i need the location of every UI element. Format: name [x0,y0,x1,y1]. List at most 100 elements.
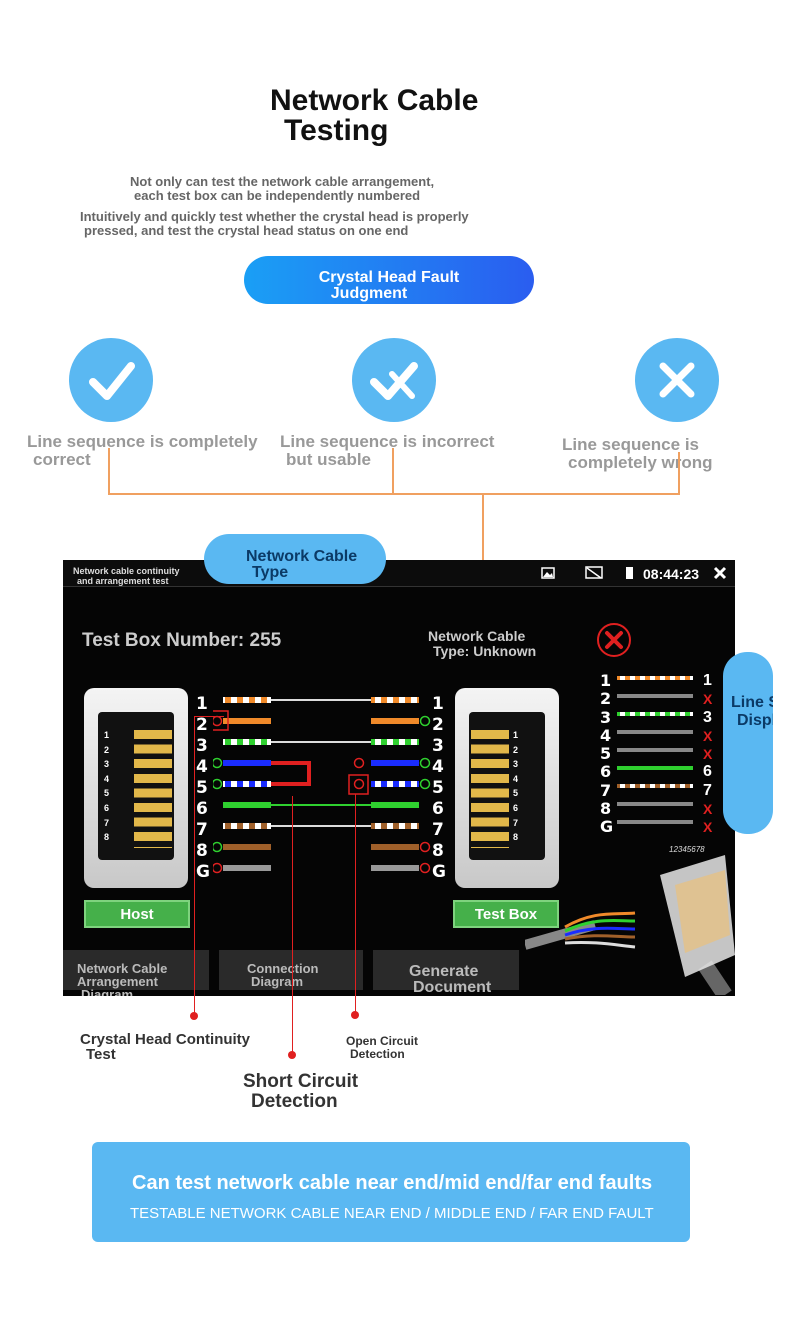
continuity-highlight [213,710,229,731]
wire-7-link [271,825,371,827]
side-bubble-line-1: Line S [731,694,773,711]
jack-pin: 2 [513,744,519,755]
judgment-3-line-2: completely wrong [568,453,713,472]
wire-6-link [271,804,371,806]
description-1-line-1: Not only can test the network cable arra… [130,174,435,189]
judgment-1-line-1: Line sequence is completely [27,432,258,451]
close-icon[interactable] [713,566,727,580]
tab-generate-document[interactable]: Generate Document [373,950,519,996]
wire-7-right [371,823,419,829]
wire-map-diagram [213,697,431,874]
pin-number: 3 [432,736,444,756]
open-callout-dot [351,1011,359,1019]
sequence-number: 8 [600,799,612,819]
tab-generate-line-2: Document [413,979,492,996]
fault-marker [353,757,365,769]
tab-connection-line-1: Connection [247,961,319,976]
sequence-number: 7 [600,780,612,800]
jack-pin: 8 [513,832,519,843]
connector-line [482,493,484,617]
pin-number: 7 [196,820,208,840]
tester-screen: Network cable continuity and arrangement… [63,560,735,996]
short-circuit-link [271,761,311,786]
pin-number: 1 [196,694,208,714]
short-callout-line [292,796,293,1054]
sequence-result: X [703,819,713,836]
fail-status-icon [597,623,631,657]
test-box-button[interactable]: Test Box [453,900,559,928]
pill-line-2: Judgment [330,285,408,302]
fault-banner [92,1142,690,1242]
judgment-label-2: Line sequence is incorrect but usable [280,433,494,469]
wire-2-left [223,718,271,724]
short-circuit-callout-label: Short Circuit Detection [243,1072,358,1112]
wire-1-right [371,697,419,703]
sequence-result: X [703,746,713,763]
connector-line [678,452,680,494]
connector-line [392,448,394,494]
wire-3-link [271,741,371,743]
description-1-line-2: each test box can be independently numbe… [134,188,421,203]
ok-marker [213,841,223,853]
title-line-2: Testing [284,114,389,147]
ok-marker [419,757,431,769]
jack-pin: 1 [513,730,519,740]
pin-number: 1 [432,694,444,714]
cable-type-line-2: Type: Unknown [433,643,537,659]
wire-8-right [371,844,419,850]
jack-pin: 6 [513,802,519,813]
sequence-number: 3 [600,707,612,727]
judgment-3-line-1: Line sequence is [562,435,699,454]
wire-4-left [223,760,271,766]
continuity-line-1: Crystal Head Continuity [80,1031,251,1048]
jack-contacts [134,730,172,848]
host-jack: 1 2 3 4 5 6 7 8 [84,688,188,888]
jack-contacts [471,730,509,848]
jack-pin: 4 [513,773,519,784]
description-2-line-2: pressed, and test the crystal head statu… [84,223,409,238]
wire-6-right [371,802,419,808]
judgment-label-1: Line sequence is completely correct [27,433,258,469]
continuity-callout-line [194,716,224,717]
sequence-number: 1 [600,671,612,690]
banner-subline: TESTABLE NETWORK CABLE NEAR END / MIDDLE… [130,1205,654,1222]
fault-marker [419,862,431,874]
pin-number: 3 [196,736,208,756]
crystal-head-fault-pill: Crystal Head Fault Judgment [244,256,534,304]
status-title: Network cable continuity and arrangement… [73,566,180,586]
description-2-line-1: Intuitively and quickly test whether the… [80,209,469,224]
rj45-plug-illustration [525,855,735,995]
pin-number: 8 [196,841,208,861]
cable-type-label: Network Cable Type: Unknown [428,629,536,659]
cross-icon [635,338,719,422]
tab-connection-diagram[interactable]: Connection Diagram [219,950,363,990]
open-circuit-callout-label: Open Circuit Detection [346,1035,418,1061]
host-button[interactable]: Host [84,900,190,928]
right-pin-numbers: 1 2 3 4 5 6 7 8 G [432,694,446,883]
testbox-jack: 1 2 3 4 5 6 7 8 [455,688,559,888]
pin-number: 4 [196,757,208,777]
sequence-result: X [703,727,713,744]
judgment-2-line-2: but usable [286,450,372,469]
ok-marker [213,757,223,769]
fault-marker [419,841,431,853]
sequence-result: 3 [703,708,712,726]
continuity-callout-dot [190,1012,198,1020]
pill-line-1: Crystal Head Fault [318,269,460,286]
open-circuit-highlight [348,774,369,795]
sequence-result: 6 [703,763,712,781]
judgment-label-3: Line sequence is completely wrong [562,436,713,472]
host-jack-pins: 1 2 3 4 5 6 7 8 [104,728,109,845]
wire-g-right [371,865,419,871]
pin-number: 5 [196,778,208,798]
continuity-callout-line [194,716,195,1016]
wire-6-left [223,802,271,808]
tab-arrangement-diagram[interactable]: Network Cable Arrangement Diagram [63,950,209,996]
check-cross-icon [352,338,436,422]
wire-3-right [371,739,419,745]
sequence-result: 1 [703,672,712,689]
bubble-line-2: Type [252,564,289,581]
bubble-line-1: Network Cable [246,548,358,565]
sequence-number: 5 [600,744,612,764]
tab-arrangement-line-1: Network Cable Arrangement [77,961,168,989]
